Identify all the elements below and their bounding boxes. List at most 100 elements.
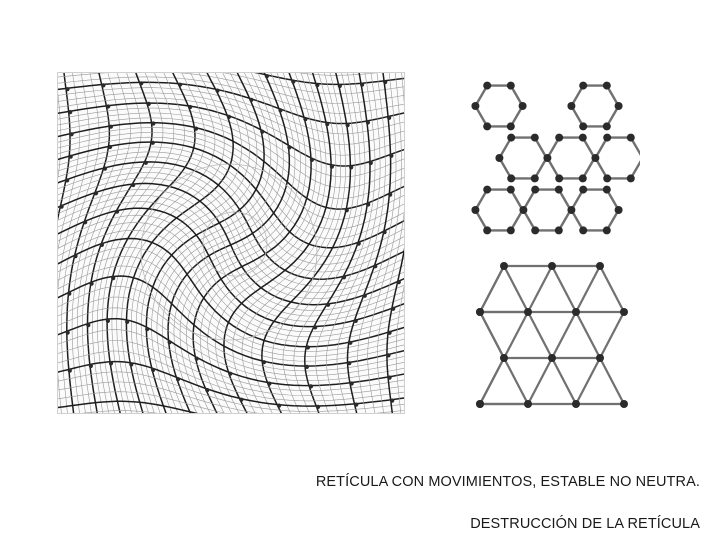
- grid-node: [373, 264, 378, 269]
- hex-node: [602, 185, 611, 194]
- grid-node: [239, 397, 244, 402]
- grid-node: [353, 318, 358, 323]
- hex-node: [483, 81, 492, 90]
- grid-minor-line: [57, 229, 405, 343]
- grid-node: [329, 164, 334, 169]
- tri-edge: [478, 310, 506, 360]
- grid-node: [354, 402, 359, 407]
- grid-major-line: [145, 72, 265, 414]
- grid-minor-line: [272, 72, 356, 414]
- grid-node: [139, 81, 144, 86]
- grid-minor-line: [217, 72, 405, 95]
- hex-node: [626, 174, 635, 183]
- hex-node: [530, 174, 539, 183]
- hex-node: [602, 226, 611, 235]
- grid-minor-line: [57, 156, 405, 273]
- grid-minor-line: [377, 72, 405, 414]
- tri-edge: [502, 356, 530, 406]
- grid-frame: [57, 72, 405, 414]
- tri-edge: [526, 356, 554, 406]
- grid-minor-line: [173, 72, 296, 414]
- grid-node: [386, 353, 391, 358]
- guide-circle-outer: [140, 163, 318, 341]
- hex-node: [602, 81, 611, 90]
- grid-node: [73, 254, 78, 259]
- grid-node: [382, 230, 387, 235]
- grid-minor-line: [199, 72, 317, 414]
- grid-node: [389, 153, 394, 158]
- grid-node: [215, 88, 220, 93]
- grid-major-line: [57, 161, 405, 280]
- grid-node: [68, 110, 73, 115]
- grid-minor-line: [282, 72, 361, 414]
- hex-node: [531, 185, 540, 194]
- grid-minor-line: [57, 76, 405, 114]
- grid-minor-line: [57, 222, 405, 338]
- grid-major-line: [57, 400, 203, 414]
- grid-node: [264, 74, 269, 79]
- grid-node: [360, 82, 365, 87]
- grid-major-line: [57, 141, 405, 249]
- tri-node: [596, 354, 604, 362]
- grid-minor-line: [156, 72, 278, 414]
- grid-node: [88, 363, 93, 369]
- hex-node: [554, 226, 563, 235]
- grid-node: [387, 115, 392, 120]
- grid-major-line: [192, 72, 312, 414]
- tri-node: [500, 262, 508, 270]
- grid-major-line: [57, 207, 405, 328]
- grid-minor-line: [57, 177, 405, 300]
- grid-major-line: [167, 72, 291, 414]
- grid-minor-line: [57, 371, 405, 412]
- grid-minor-line: [57, 83, 62, 186]
- grid-node: [125, 319, 130, 324]
- grid-minor-line: [57, 127, 405, 220]
- grid-node: [348, 340, 353, 345]
- hex-node: [506, 185, 515, 194]
- grid-node: [65, 330, 70, 335]
- tri-edge: [478, 356, 506, 406]
- grid-minor-line: [57, 214, 405, 332]
- grid-minor-line: [57, 117, 405, 199]
- grid-node: [106, 104, 111, 109]
- grid-node: [151, 121, 156, 126]
- tri-node: [500, 354, 508, 362]
- hex-node: [543, 154, 552, 162]
- grid-major-line: [223, 72, 332, 414]
- grid-major-line: [125, 72, 234, 414]
- grid-node: [267, 381, 272, 386]
- hex-node: [626, 133, 635, 142]
- grid-minor-line: [57, 329, 405, 391]
- grid-node: [115, 209, 120, 214]
- grid-node: [291, 79, 296, 84]
- grid-node: [390, 398, 395, 403]
- grid-node: [105, 318, 110, 323]
- grid-node: [344, 208, 349, 213]
- grid-node: [387, 330, 392, 335]
- hex-node: [579, 122, 588, 131]
- grid-node: [228, 371, 233, 376]
- tri-node: [524, 308, 532, 316]
- hex-node: [567, 102, 576, 110]
- grid-node: [277, 403, 282, 408]
- hex-node: [555, 174, 564, 183]
- grid-node: [383, 80, 388, 85]
- tri-node: [572, 308, 580, 316]
- grid-minor-line: [101, 72, 185, 414]
- grid-minor-line: [57, 340, 405, 396]
- grid-node: [309, 157, 314, 162]
- tri-edge: [598, 356, 626, 406]
- grid-node: [175, 377, 181, 382]
- grid-node: [68, 154, 73, 159]
- grid-minor-line: [162, 72, 284, 414]
- hex-node: [614, 102, 623, 110]
- grid-node: [145, 327, 150, 332]
- hex-node: [495, 154, 504, 162]
- grid-major-line: [106, 72, 196, 414]
- grid-node: [69, 132, 74, 137]
- grid-node: [396, 280, 401, 285]
- tri-edge: [526, 264, 554, 314]
- tri-node: [620, 400, 628, 408]
- grid-minor-line: [251, 72, 346, 414]
- grid-major-line: [57, 72, 71, 226]
